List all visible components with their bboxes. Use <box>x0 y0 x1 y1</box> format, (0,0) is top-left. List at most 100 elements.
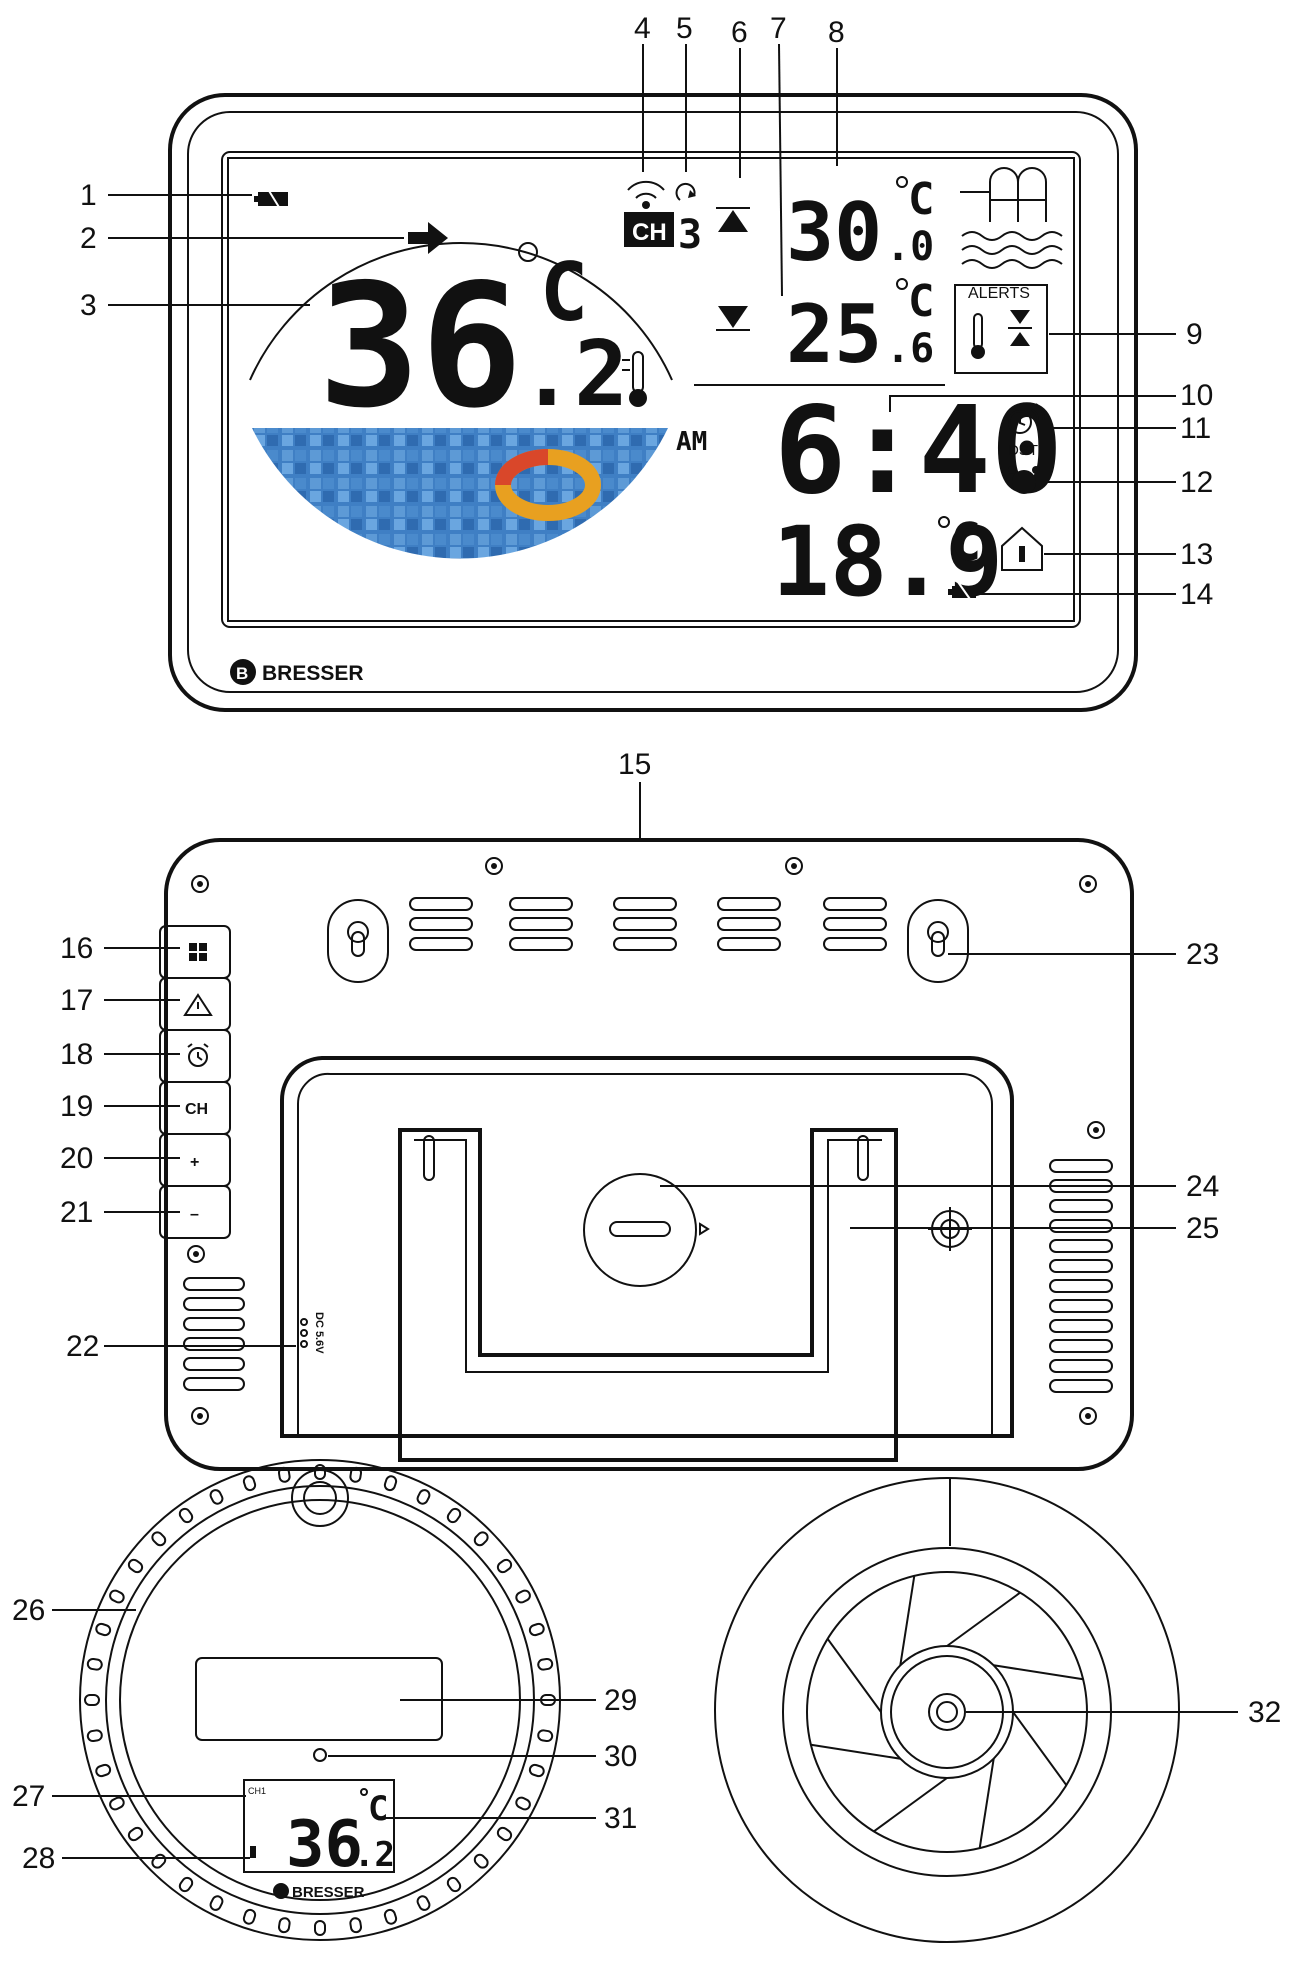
stand <box>398 1128 898 1462</box>
grip-tooth <box>86 1657 103 1671</box>
sensor-temperature-decimal: .2 <box>354 1835 395 1875</box>
vane <box>1012 1711 1068 1786</box>
grip-tooth <box>109 1589 125 1604</box>
home-icon <box>1001 526 1043 571</box>
grip-tooth <box>496 1558 513 1574</box>
channel-button-label: CH <box>185 1101 208 1118</box>
svg-text:20: 20 <box>60 1142 93 1175</box>
grip-tooth <box>416 1489 431 1505</box>
stand-recess <box>279 1056 1014 1438</box>
thermometer-icon <box>622 351 647 407</box>
grip-tooth <box>537 1729 554 1743</box>
grip-tooth <box>446 1876 462 1893</box>
sensor-bottom-callout: 32 <box>966 1696 1281 1729</box>
sensor-battery-icon <box>250 1846 256 1858</box>
grip-tooth <box>242 1908 257 1925</box>
alarm-button[interactable] <box>159 1029 231 1083</box>
alarm-icon <box>1008 466 1040 494</box>
svg-text:9: 9 <box>1186 318 1203 351</box>
svg-text:5: 5 <box>676 12 693 45</box>
stand-recess-inner <box>330 1073 993 1436</box>
grip-tooth <box>383 1475 398 1492</box>
grip-tooth <box>95 1763 112 1778</box>
max-arrow-icon <box>716 207 750 232</box>
svg-text:18: 18 <box>60 1038 93 1071</box>
battery-cover <box>583 1173 697 1287</box>
sensor-callouts: 26 29 30 27 31 28 <box>12 1594 637 1875</box>
svg-text:4: 4 <box>634 12 651 45</box>
grip-tooth <box>528 1622 545 1637</box>
pool-water <box>252 428 668 559</box>
grip-tooth <box>473 1531 489 1547</box>
svg-text:16: 16 <box>60 932 93 965</box>
svg-text:25: 25 <box>1186 1212 1219 1245</box>
sensor-lcd <box>243 1779 395 1873</box>
pool-temperature: 36 <box>318 248 523 446</box>
sensor-temperature: 36 <box>286 1808 363 1882</box>
grip-tooth <box>349 1466 363 1483</box>
max-temperature-decimal: .0 <box>886 224 934 270</box>
pool-unit: C <box>540 246 588 339</box>
grip-tooth <box>473 1853 489 1869</box>
grip-tooth <box>242 1475 257 1492</box>
mode-button[interactable] <box>159 925 231 979</box>
side-buttons: CH + – <box>159 925 231 1239</box>
channel-badge <box>624 212 674 247</box>
grip-tooth <box>416 1895 431 1911</box>
svg-text:22: 22 <box>66 1330 99 1363</box>
grip-tooth <box>314 1920 326 1936</box>
grip-tooth <box>515 1589 531 1604</box>
front-brand: BRESSER <box>262 662 364 685</box>
svg-text:8: 8 <box>828 16 845 49</box>
grip-tooth <box>178 1876 194 1893</box>
grip-tooth <box>95 1622 112 1637</box>
front-outer-frame <box>168 93 1138 712</box>
grip-tooth <box>86 1729 103 1743</box>
clock-time: 6:40 <box>774 382 1063 521</box>
lcd-screen <box>221 151 1081 628</box>
grip-tooth <box>537 1657 554 1671</box>
alerts-label: ALERTS <box>968 285 1030 302</box>
svg-text:C: C <box>908 174 935 225</box>
signal-icon <box>627 180 665 209</box>
svg-text:29: 29 <box>604 1684 637 1717</box>
sensor-brand-logo-icon <box>273 1883 289 1899</box>
vane <box>826 1638 882 1713</box>
svg-text:24: 24 <box>1186 1170 1219 1203</box>
svg-text:11: 11 <box>1180 412 1211 445</box>
grip-tooth <box>515 1796 531 1811</box>
sensor-probe <box>928 1693 966 1731</box>
alert-button[interactable] <box>159 977 231 1031</box>
svg-text:3: 3 <box>80 289 97 322</box>
svg-text:31: 31 <box>604 1802 637 1835</box>
grip-tooth <box>209 1489 224 1505</box>
keyhole-right <box>907 899 969 983</box>
grip-tooth <box>528 1763 545 1778</box>
svg-text:15: 15 <box>618 748 651 781</box>
max-temperature: 30 <box>786 186 882 279</box>
svg-text:28: 28 <box>22 1842 55 1875</box>
grip-tooth <box>127 1826 144 1842</box>
plus-button-label: + <box>190 1154 199 1171</box>
channel-number: 3 <box>678 212 702 258</box>
svg-text:21: 21 <box>60 1196 93 1229</box>
back-outer-frame <box>164 838 1134 1471</box>
degree-symbol <box>518 242 538 262</box>
sensor-bottom-outer <box>714 1477 1180 1943</box>
brand-logo-icon <box>230 659 256 685</box>
battery-low-icon <box>254 185 288 213</box>
grip-tooth <box>109 1796 125 1811</box>
svg-text:C: C <box>950 513 981 573</box>
vane <box>946 1591 1021 1647</box>
svg-text:B: B <box>236 664 248 683</box>
trend-arrow-icon <box>408 222 448 254</box>
radio-clock-icon <box>1008 403 1045 434</box>
svg-text:26: 26 <box>12 1594 45 1627</box>
sensor-bottom <box>714 1477 1180 1943</box>
min-arrow-icon <box>716 306 750 331</box>
grip-tooth <box>383 1908 398 1925</box>
svg-text:7: 7 <box>770 12 787 45</box>
grip-tooth <box>84 1694 100 1706</box>
svg-text:23: 23 <box>1186 938 1219 971</box>
